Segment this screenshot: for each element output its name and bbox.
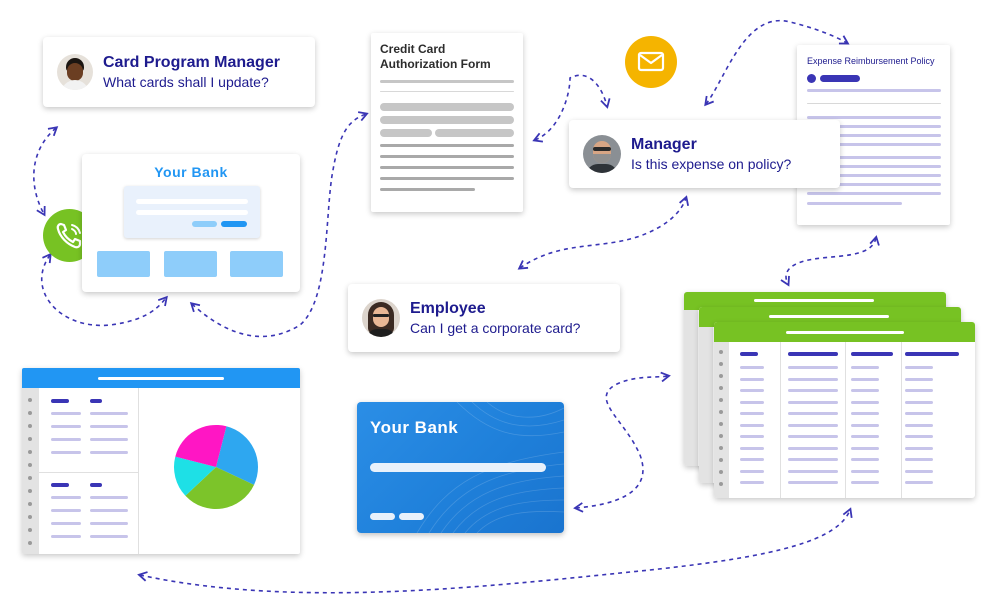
bank-portal-title: Your Bank <box>154 164 228 180</box>
spreadsheet-cell <box>851 389 879 392</box>
spreadsheet-cell <box>740 389 764 392</box>
spreadsheet-cell <box>740 377 764 381</box>
spreadsheet-cell <box>905 446 933 450</box>
arrow-manager-policy <box>704 19 850 107</box>
mail-icon <box>625 36 677 88</box>
spreadsheet-cell <box>905 469 933 473</box>
spreadsheet-cell <box>851 458 879 461</box>
arrow-policy-spreadsheet <box>780 235 880 287</box>
pie-chart <box>174 425 258 509</box>
spreadsheet-cell <box>788 481 838 484</box>
spreadsheet-cell <box>740 435 764 438</box>
card-program-manager-avatar <box>57 54 93 90</box>
employee-bubble: Employee Can I get a corporate card? <box>348 284 620 352</box>
authorization-form: Credit Card Authorization Form <box>371 33 523 212</box>
spreadsheet-front <box>714 322 975 498</box>
spreadsheet-cell <box>788 400 838 404</box>
spreadsheet-cell <box>788 423 838 427</box>
bank-portal-login-panel <box>124 186 260 238</box>
authorization-form-title: Credit Card Authorization Form <box>380 42 491 71</box>
card-program-manager-name: Card Program Manager <box>103 54 280 71</box>
dashboard-window <box>22 368 300 554</box>
spreadsheet-cell <box>905 458 933 461</box>
spreadsheet-cell <box>740 458 764 461</box>
employee-name: Employee <box>410 300 486 317</box>
bank-portal-tile-1 <box>97 251 150 277</box>
spreadsheet-cell <box>740 469 764 473</box>
arrow-phone-bankportal <box>40 252 168 327</box>
expense-policy-title: Expense Reimbursement Policy <box>807 56 935 66</box>
arrow-form-manager <box>532 74 611 143</box>
card-program-manager-bubble: Card Program Manager What cards shall I … <box>43 37 315 107</box>
card-wave-pattern <box>416 402 564 533</box>
employee-avatar <box>362 299 400 337</box>
pie-slice-2 <box>185 467 255 509</box>
pie-slice-1 <box>216 426 258 485</box>
spreadsheet-cell <box>788 446 838 450</box>
arrow-bankportal-form <box>189 111 369 338</box>
spreadsheet-cell <box>905 366 933 369</box>
spreadsheet-cell <box>740 481 764 484</box>
spreadsheet-cell <box>851 469 879 473</box>
spreadsheet-cell <box>851 446 879 450</box>
spreadsheet-cell <box>905 400 933 404</box>
bank-portal-tile-2 <box>164 251 217 277</box>
spreadsheet-cell <box>905 435 933 438</box>
spreadsheet-cell <box>740 366 764 369</box>
spreadsheet-cell <box>788 469 838 473</box>
spreadsheet-cell <box>788 389 838 392</box>
employee-message: Can I get a corporate card? <box>410 320 581 336</box>
spreadsheet-cell <box>788 435 838 438</box>
pie-slice-3 <box>174 456 216 496</box>
spreadsheet-cell <box>851 412 879 415</box>
credit-card-bank-name: Your Bank <box>370 418 459 437</box>
spreadsheet-cell <box>905 389 933 392</box>
spreadsheet-cell <box>788 412 838 415</box>
spreadsheet-cell <box>851 377 879 381</box>
spreadsheet-cell <box>905 481 933 484</box>
spreadsheet-cell <box>788 377 838 381</box>
manager-name: Manager <box>631 136 697 153</box>
spreadsheet-cell <box>788 366 838 369</box>
bank-portal-tile-3 <box>230 251 283 277</box>
spreadsheet-cell <box>740 412 764 415</box>
arrow-dashboard-spreadsheet <box>137 507 853 594</box>
spreadsheet-cell <box>740 400 764 404</box>
pie-slice-4 <box>175 425 227 467</box>
spreadsheet-cell <box>851 481 879 484</box>
manager-avatar <box>583 135 621 173</box>
spreadsheet-cell <box>788 458 838 461</box>
spreadsheet-cell <box>740 446 764 450</box>
credit-card: Your Bank <box>357 402 564 533</box>
manager-message: Is this expense on policy? <box>631 156 792 172</box>
spreadsheet-cell <box>905 377 933 381</box>
manager-bubble: Manager Is this expense on policy? <box>569 120 840 188</box>
spreadsheet-cell <box>905 423 933 427</box>
spreadsheet-cell <box>851 435 879 438</box>
spreadsheet-cell <box>851 400 879 404</box>
bank-portal-window: Your Bank <box>82 154 300 292</box>
spreadsheet-cell <box>851 423 879 427</box>
spreadsheet-cell <box>905 412 933 415</box>
arrow-manager-phone <box>33 126 59 217</box>
card-program-manager-message: What cards shall I update? <box>103 74 269 90</box>
arrow-employee-manager <box>517 195 689 270</box>
spreadsheet-cell <box>740 423 764 427</box>
arrow-card-spreadsheet <box>573 371 671 513</box>
spreadsheet-cell <box>851 366 879 369</box>
